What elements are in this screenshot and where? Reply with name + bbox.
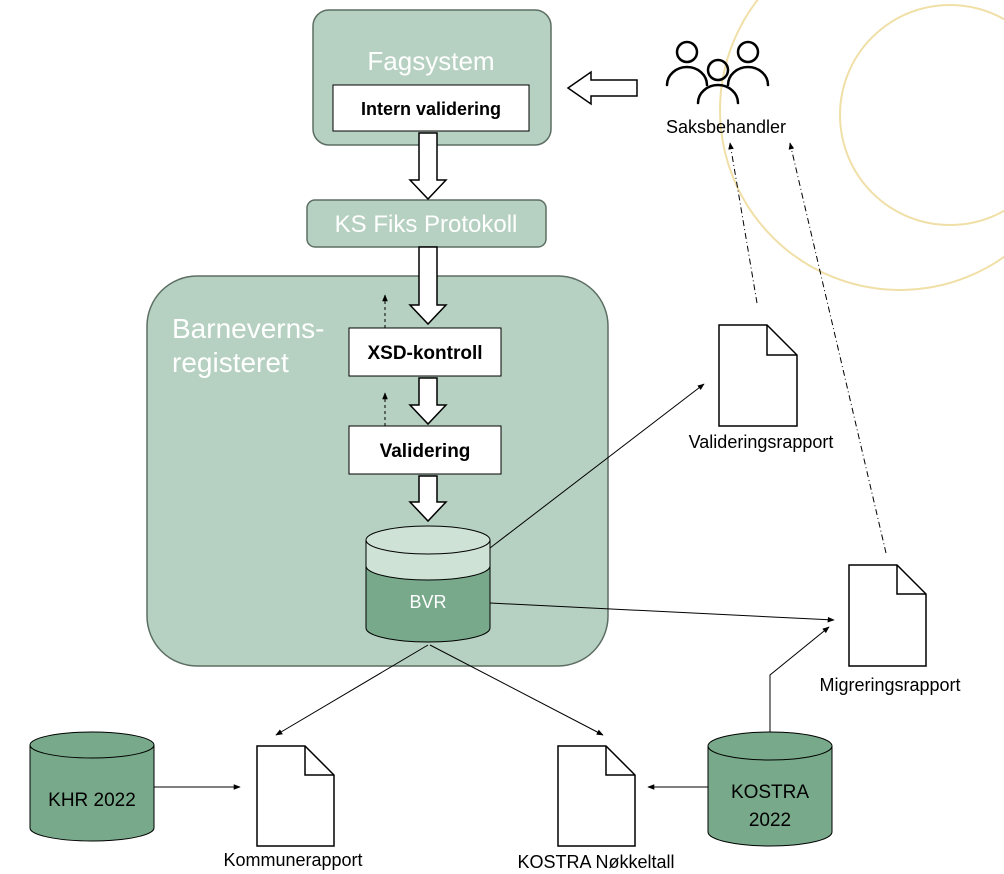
bvr-label: BVR — [409, 592, 446, 612]
feedback-arrows — [728, 142, 887, 554]
saksbehandler-label: Saksbehandler — [666, 117, 786, 137]
kostra-db-label-line1: KOSTRA — [731, 782, 809, 803]
xsd-kontroll-box — [348, 327, 502, 377]
kommunerapport-document-icon — [256, 745, 335, 847]
intern-validering-box — [332, 84, 530, 132]
decorative-arcs — [719, 0, 1004, 291]
barnevernsregisteret-label-line2: registeret — [172, 347, 289, 378]
validering-label: Validering — [380, 441, 471, 462]
document-icons — [256, 324, 927, 847]
arrow-saksbehandler-to-fagsystem — [566, 70, 638, 106]
arrow-xsd-to-validering — [408, 377, 448, 426]
arrow-valideringsrapport-to-saksbehandler — [728, 142, 758, 304]
connector-arrows — [154, 383, 835, 790]
arrow-bvr-to-valideringsrapport — [489, 383, 705, 549]
kommunerapport-label: Kommunerapport — [223, 850, 362, 870]
intern-validering-label: Intern validering — [361, 99, 501, 119]
arrow-migreringsrapport-to-saksbehandler — [788, 142, 887, 554]
bvr-database — [365, 525, 491, 643]
valideringsrapport-label: Valideringsrapport — [689, 432, 834, 452]
fagsystem-label: Fagsystem — [367, 46, 494, 76]
arrow-bvr-to-kostra-nokkeltall — [429, 644, 604, 736]
validering-box — [348, 425, 502, 475]
khr-label: KHR 2022 — [48, 790, 136, 811]
kostra-nokkeltall-document-icon — [557, 745, 636, 847]
migreringsrapport-document-icon — [848, 564, 927, 667]
arrow-bvr-to-migreringsrapport — [489, 602, 835, 623]
barnevernsregisteret-label-line1: Barneverns- — [172, 313, 325, 344]
ks-fiks-label: KS Fiks Protokoll — [335, 211, 518, 238]
arrow-kostra-to-migreringsrapport — [769, 626, 830, 732]
khr-database — [29, 731, 155, 842]
migreringsrapport-label: Migreringsrapport — [819, 675, 960, 695]
people-icon — [665, 40, 770, 105]
arrow-fagsystem-to-ksfiks — [408, 132, 448, 201]
arrow-validering-to-bvr — [408, 475, 448, 523]
kostra-nokkeltall-label: KOSTRA Nøkkeltall — [517, 852, 674, 872]
valideringsrapport-document-icon — [718, 324, 798, 427]
kostra-db-label-line2: 2022 — [749, 810, 791, 831]
block-arrows — [408, 70, 638, 523]
arrow-ksfiks-to-xsd — [408, 246, 448, 326]
arrow-bvr-to-kommunerapport — [275, 644, 429, 736]
xsd-kontroll-label: XSD-kontroll — [367, 343, 482, 364]
kostra-database — [707, 731, 833, 847]
